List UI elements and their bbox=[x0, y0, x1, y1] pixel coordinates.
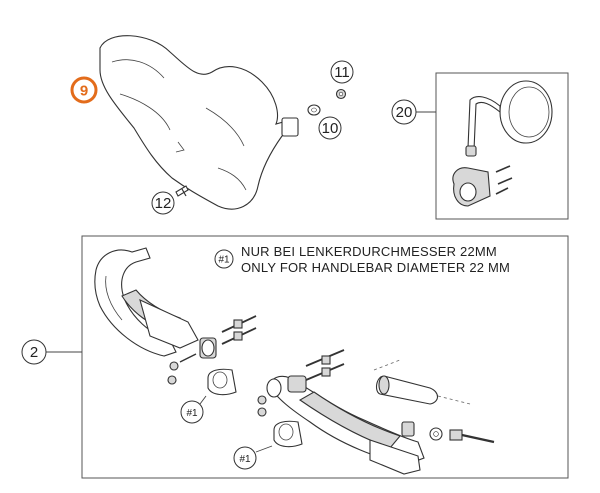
left-handguard bbox=[94, 247, 199, 357]
callout-10-label: 10 bbox=[322, 120, 339, 137]
end-bolt bbox=[401, 421, 495, 444]
screw-part bbox=[175, 185, 189, 197]
ref-1-lower-label: #1 bbox=[239, 454, 251, 465]
mirror-glass bbox=[499, 80, 553, 144]
callout-20: 20 bbox=[391, 99, 417, 125]
callout-12-label: 12 bbox=[155, 195, 172, 212]
bar-end-weight bbox=[373, 359, 471, 405]
callout-2: 2 bbox=[21, 339, 47, 365]
hand-guard-shield bbox=[99, 35, 299, 210]
mirror-kit-box bbox=[416, 72, 569, 220]
callout-20-label: 20 bbox=[396, 104, 413, 121]
callout-12: 12 bbox=[151, 191, 175, 215]
left-clamp-assembly bbox=[167, 315, 257, 385]
callout-11: 11 bbox=[330, 60, 354, 84]
callout-9-label: 9 bbox=[80, 83, 88, 100]
diameter-note: #1 NUR BEI LENKERDURCHMESSER 22MM ONLY F… bbox=[214, 244, 510, 275]
ref-1-lower: #1 bbox=[233, 446, 257, 470]
ref-1-upper: #1 bbox=[180, 400, 204, 424]
ref-1-upper-label: #1 bbox=[186, 408, 198, 419]
note-line-2: ONLY FOR HANDLEBAR DIAMETER 22 MM bbox=[241, 260, 510, 275]
callout-11-label: 11 bbox=[334, 64, 350, 81]
note-ref-label: #1 bbox=[218, 255, 230, 266]
callout-10: 10 bbox=[318, 116, 342, 140]
right-clamp-assembly bbox=[257, 349, 345, 417]
callout-9: 9 bbox=[70, 76, 98, 104]
note-line-1: NUR BEI LENKERDURCHMESSER 22MM bbox=[241, 244, 497, 259]
nut-part bbox=[335, 88, 347, 100]
spacer-lower bbox=[255, 420, 303, 453]
washer-part bbox=[307, 104, 321, 116]
callout-2-label: 2 bbox=[30, 344, 38, 361]
spacer-upper bbox=[199, 368, 237, 405]
